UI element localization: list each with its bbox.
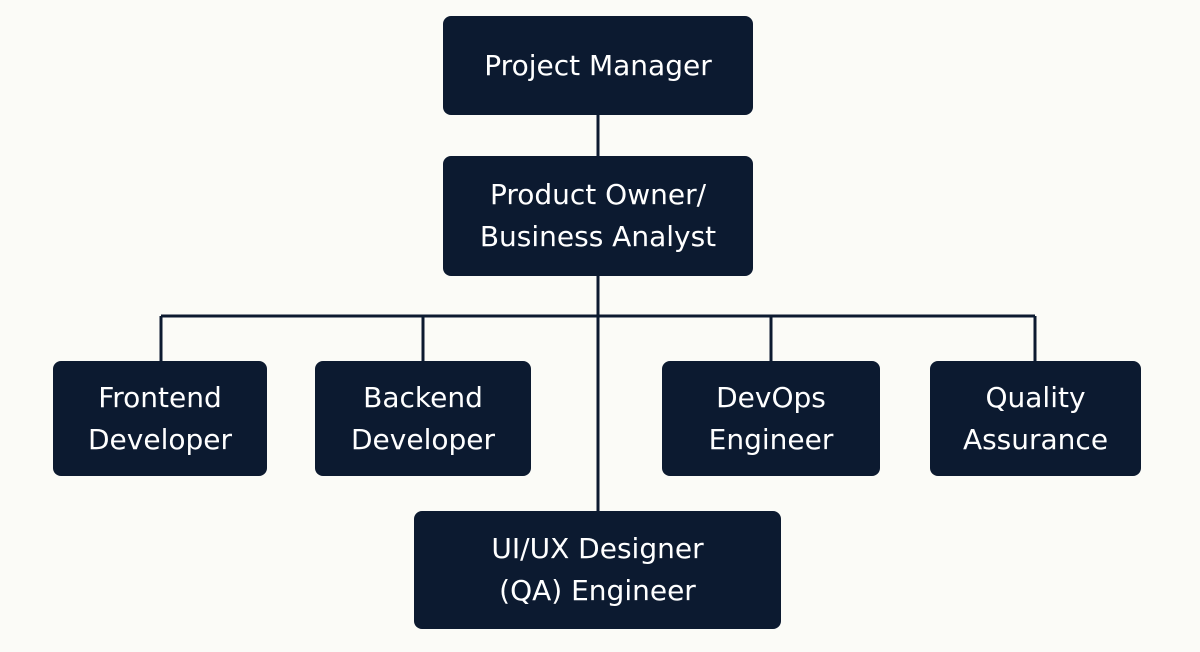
- node-project-manager: Project Manager: [443, 16, 753, 115]
- node-label: Engineer: [708, 422, 834, 456]
- node-label: Quality: [985, 380, 1086, 414]
- node-label: Frontend: [98, 380, 222, 414]
- node-product-owner: Product Owner/ Business Analyst: [443, 156, 753, 276]
- node-backend-developer: Backend Developer: [315, 361, 531, 476]
- node-label: (QA) Engineer: [499, 574, 696, 607]
- node-label: Assurance: [962, 422, 1109, 456]
- node-quality-assurance: Quality Assurance: [930, 361, 1141, 476]
- node-label: Developer: [87, 422, 232, 456]
- node-uiux-designer: UI/UX Designer (QA) Engineer: [414, 511, 781, 629]
- node-label: Backend: [363, 380, 483, 414]
- node-label: Project Manager: [484, 48, 712, 82]
- node-devops-engineer: DevOps Engineer: [662, 361, 880, 476]
- node-label: UI/UX Designer: [491, 532, 704, 565]
- node-label: Developer: [350, 422, 495, 456]
- node-label: DevOps: [716, 380, 826, 414]
- node-label: Product Owner/: [489, 178, 707, 211]
- node-label: Business Analyst: [479, 220, 717, 253]
- node-frontend-developer: Frontend Developer: [53, 361, 267, 476]
